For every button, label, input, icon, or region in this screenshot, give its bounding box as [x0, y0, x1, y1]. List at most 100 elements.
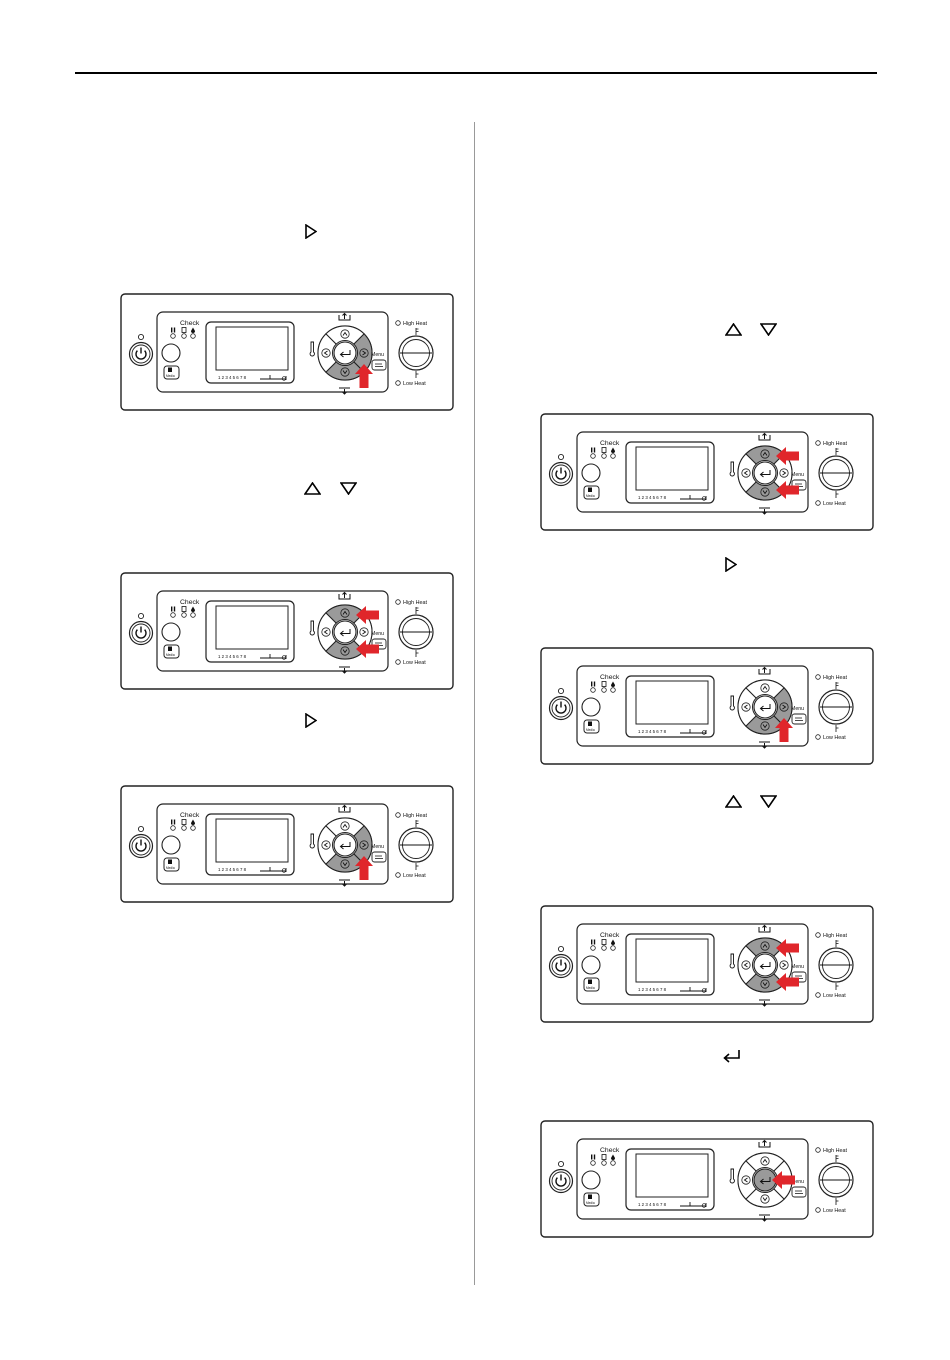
high-heat-label: High Heat — [823, 675, 847, 681]
power-button — [128, 620, 154, 646]
right-arrow-icon-ring — [779, 702, 789, 712]
low-heat-label: Low Heat — [403, 873, 426, 879]
media-button — [583, 1192, 600, 1207]
dpad-left-button — [737, 687, 757, 727]
right-arrow-icon-ring — [359, 348, 369, 358]
up-arrow-icon-ring — [340, 821, 350, 831]
pause-icon — [591, 681, 593, 687]
lcd-screen — [215, 326, 289, 371]
high-heat-label: High Heat — [823, 441, 847, 447]
lcd-screen — [215, 818, 289, 863]
high-heat-led — [815, 440, 821, 446]
dpad-down-button — [325, 361, 365, 381]
up-arrow-icon — [342, 823, 348, 828]
right-arrow-icon — [362, 629, 367, 635]
ink-drop-icon — [191, 819, 195, 825]
enter-icon — [759, 704, 771, 712]
heat-low-icon — [835, 491, 839, 498]
lcd-screen — [215, 605, 289, 650]
thermometer-icon — [729, 461, 735, 477]
feed-down-icon — [339, 879, 350, 887]
pause-icon — [591, 1154, 593, 1160]
cleaning-icon — [588, 721, 592, 726]
power-button — [128, 341, 154, 367]
menu-button — [791, 713, 807, 725]
red-indicator-arrow — [355, 364, 373, 388]
red-indicator-arrow — [772, 1171, 795, 1189]
menu-label: Menu — [371, 352, 384, 358]
lcd-screen — [635, 1153, 709, 1198]
paper-icon — [181, 327, 187, 333]
lcd-screen — [635, 446, 709, 491]
up-triangle-icon — [725, 795, 742, 808]
down-arrow-icon — [762, 724, 768, 729]
thermometer-icon — [309, 341, 315, 357]
media-button — [163, 365, 180, 380]
down-arrow-icon — [762, 490, 768, 495]
check-label: Check — [600, 674, 620, 681]
dpad-left-button — [737, 945, 757, 985]
feed-up-icon — [758, 924, 771, 933]
red-indicator-arrow — [776, 939, 799, 957]
heat-high-icon — [415, 328, 419, 335]
power-button-ring — [551, 698, 571, 718]
left-arrow-icon — [323, 350, 328, 356]
up-arrow-icon-ring — [760, 683, 770, 693]
power-icon — [555, 704, 567, 714]
red-indicator-arrow — [775, 718, 793, 742]
column-divider — [474, 122, 475, 1285]
status-led — [190, 825, 196, 831]
low-heat-led — [395, 380, 401, 386]
feed-down-icon — [759, 741, 770, 749]
status-led — [181, 825, 187, 831]
power-icon — [555, 962, 567, 972]
right-arrow-icon — [362, 350, 367, 356]
dpad-down-button — [745, 973, 785, 993]
feed-up-icon — [758, 432, 771, 441]
heat-low-icon — [415, 863, 419, 870]
media-button — [583, 485, 600, 500]
dpad-up-button — [745, 679, 785, 699]
left-arrow-icon — [743, 1177, 748, 1183]
power-led — [557, 687, 565, 695]
low-heat-label: Low Heat — [403, 660, 426, 666]
down-arrow-icon-ring — [760, 487, 770, 497]
feed-up-icon — [338, 591, 351, 600]
up-arrow-icon-ring — [760, 1156, 770, 1166]
enter-icon — [759, 962, 771, 970]
power-icon — [555, 470, 567, 480]
high-heat-label: High Heat — [403, 321, 427, 327]
menu-button — [791, 1186, 807, 1198]
power-button-ring — [131, 623, 151, 643]
power-button-ring — [551, 464, 571, 484]
down-arrow-icon-ring — [340, 367, 350, 377]
pause-icon-bar — [173, 327, 176, 333]
up-arrow-icon — [762, 685, 768, 690]
left-arrow-icon-ring — [321, 840, 331, 850]
power-led — [557, 1160, 565, 1168]
gauge-end — [701, 730, 707, 735]
menu-label: Menu — [371, 844, 384, 850]
power-icon — [135, 629, 147, 639]
right-arrow-icon-ring — [779, 960, 789, 970]
paper-icon — [601, 681, 607, 687]
menu-label: Menu — [791, 472, 804, 478]
check-label: Check — [180, 320, 200, 327]
thermometer-icon — [729, 1168, 735, 1184]
dpad-down-button — [325, 853, 365, 873]
down-arrow-icon-ring — [340, 646, 350, 656]
dpad-left-button — [317, 333, 337, 373]
dpad-down-button — [745, 1188, 785, 1208]
low-heat-label: Low Heat — [403, 381, 426, 387]
pause-icon-bar — [593, 447, 596, 453]
menu-label: Menu — [791, 964, 804, 970]
feed-down-icon — [339, 387, 350, 395]
status-led — [190, 333, 196, 339]
enter-icon — [759, 1177, 771, 1185]
dpad-enter-button — [333, 341, 357, 365]
ink-lamp-numbers: 1 2 3 4 5 6 7 8 — [638, 1202, 667, 1207]
header-rule — [75, 72, 877, 74]
high-heat-label: High Heat — [403, 813, 427, 819]
